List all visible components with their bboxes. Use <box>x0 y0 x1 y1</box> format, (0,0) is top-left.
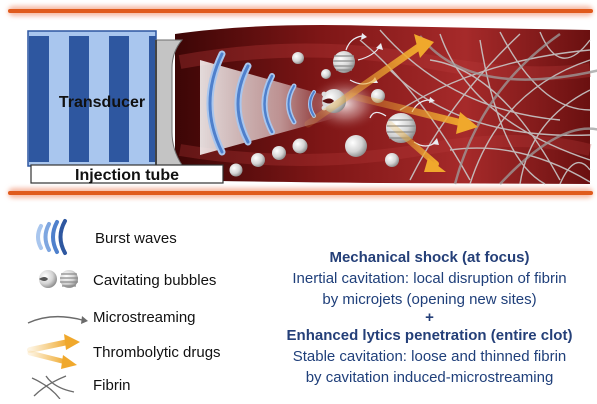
mechanism-line-1b: by microjets (opening new sites) <box>262 289 597 310</box>
burst-waves-icon <box>38 221 65 253</box>
mechanism-line-2b: by cavitation induced-microstreaming <box>262 367 597 388</box>
mechanism-line-1a: Inertial cavitation: local disruption of… <box>262 268 597 289</box>
legend-burst-waves: Burst waves <box>95 230 177 247</box>
mechanism-heading-2: Enhanced lytics penetration (entire clot… <box>262 325 597 346</box>
mechanism-line-2a: Stable cavitation: loose and thinned fib… <box>262 346 597 367</box>
injection-tube-label: Injection tube <box>75 167 179 184</box>
legend-thrombolytic-drugs: Thrombolytic drugs <box>93 344 221 361</box>
vessel-wall-top <box>8 6 593 16</box>
transducer-label: Transducer <box>59 94 145 111</box>
cavitating-bubbles-icon <box>39 270 78 288</box>
legend-fibrin: Fibrin <box>93 377 131 394</box>
vessel-wall-bottom <box>8 188 593 198</box>
mechanisms-text: Mechanical shock (at focus) Inertial cav… <box>262 247 597 388</box>
thrombolytic-drugs-icon <box>30 334 80 369</box>
mechanism-plus: + <box>262 310 597 325</box>
cavitating-bubble-1 <box>333 51 355 73</box>
mechanism-heading-1: Mechanical shock (at focus) <box>262 247 597 268</box>
fibrin-icon <box>32 376 74 399</box>
legend-microstreaming: Microstreaming <box>93 309 196 326</box>
microstreaming-icon <box>28 316 88 324</box>
legend-cavitating-bubbles: Cavitating bubbles <box>93 272 216 289</box>
